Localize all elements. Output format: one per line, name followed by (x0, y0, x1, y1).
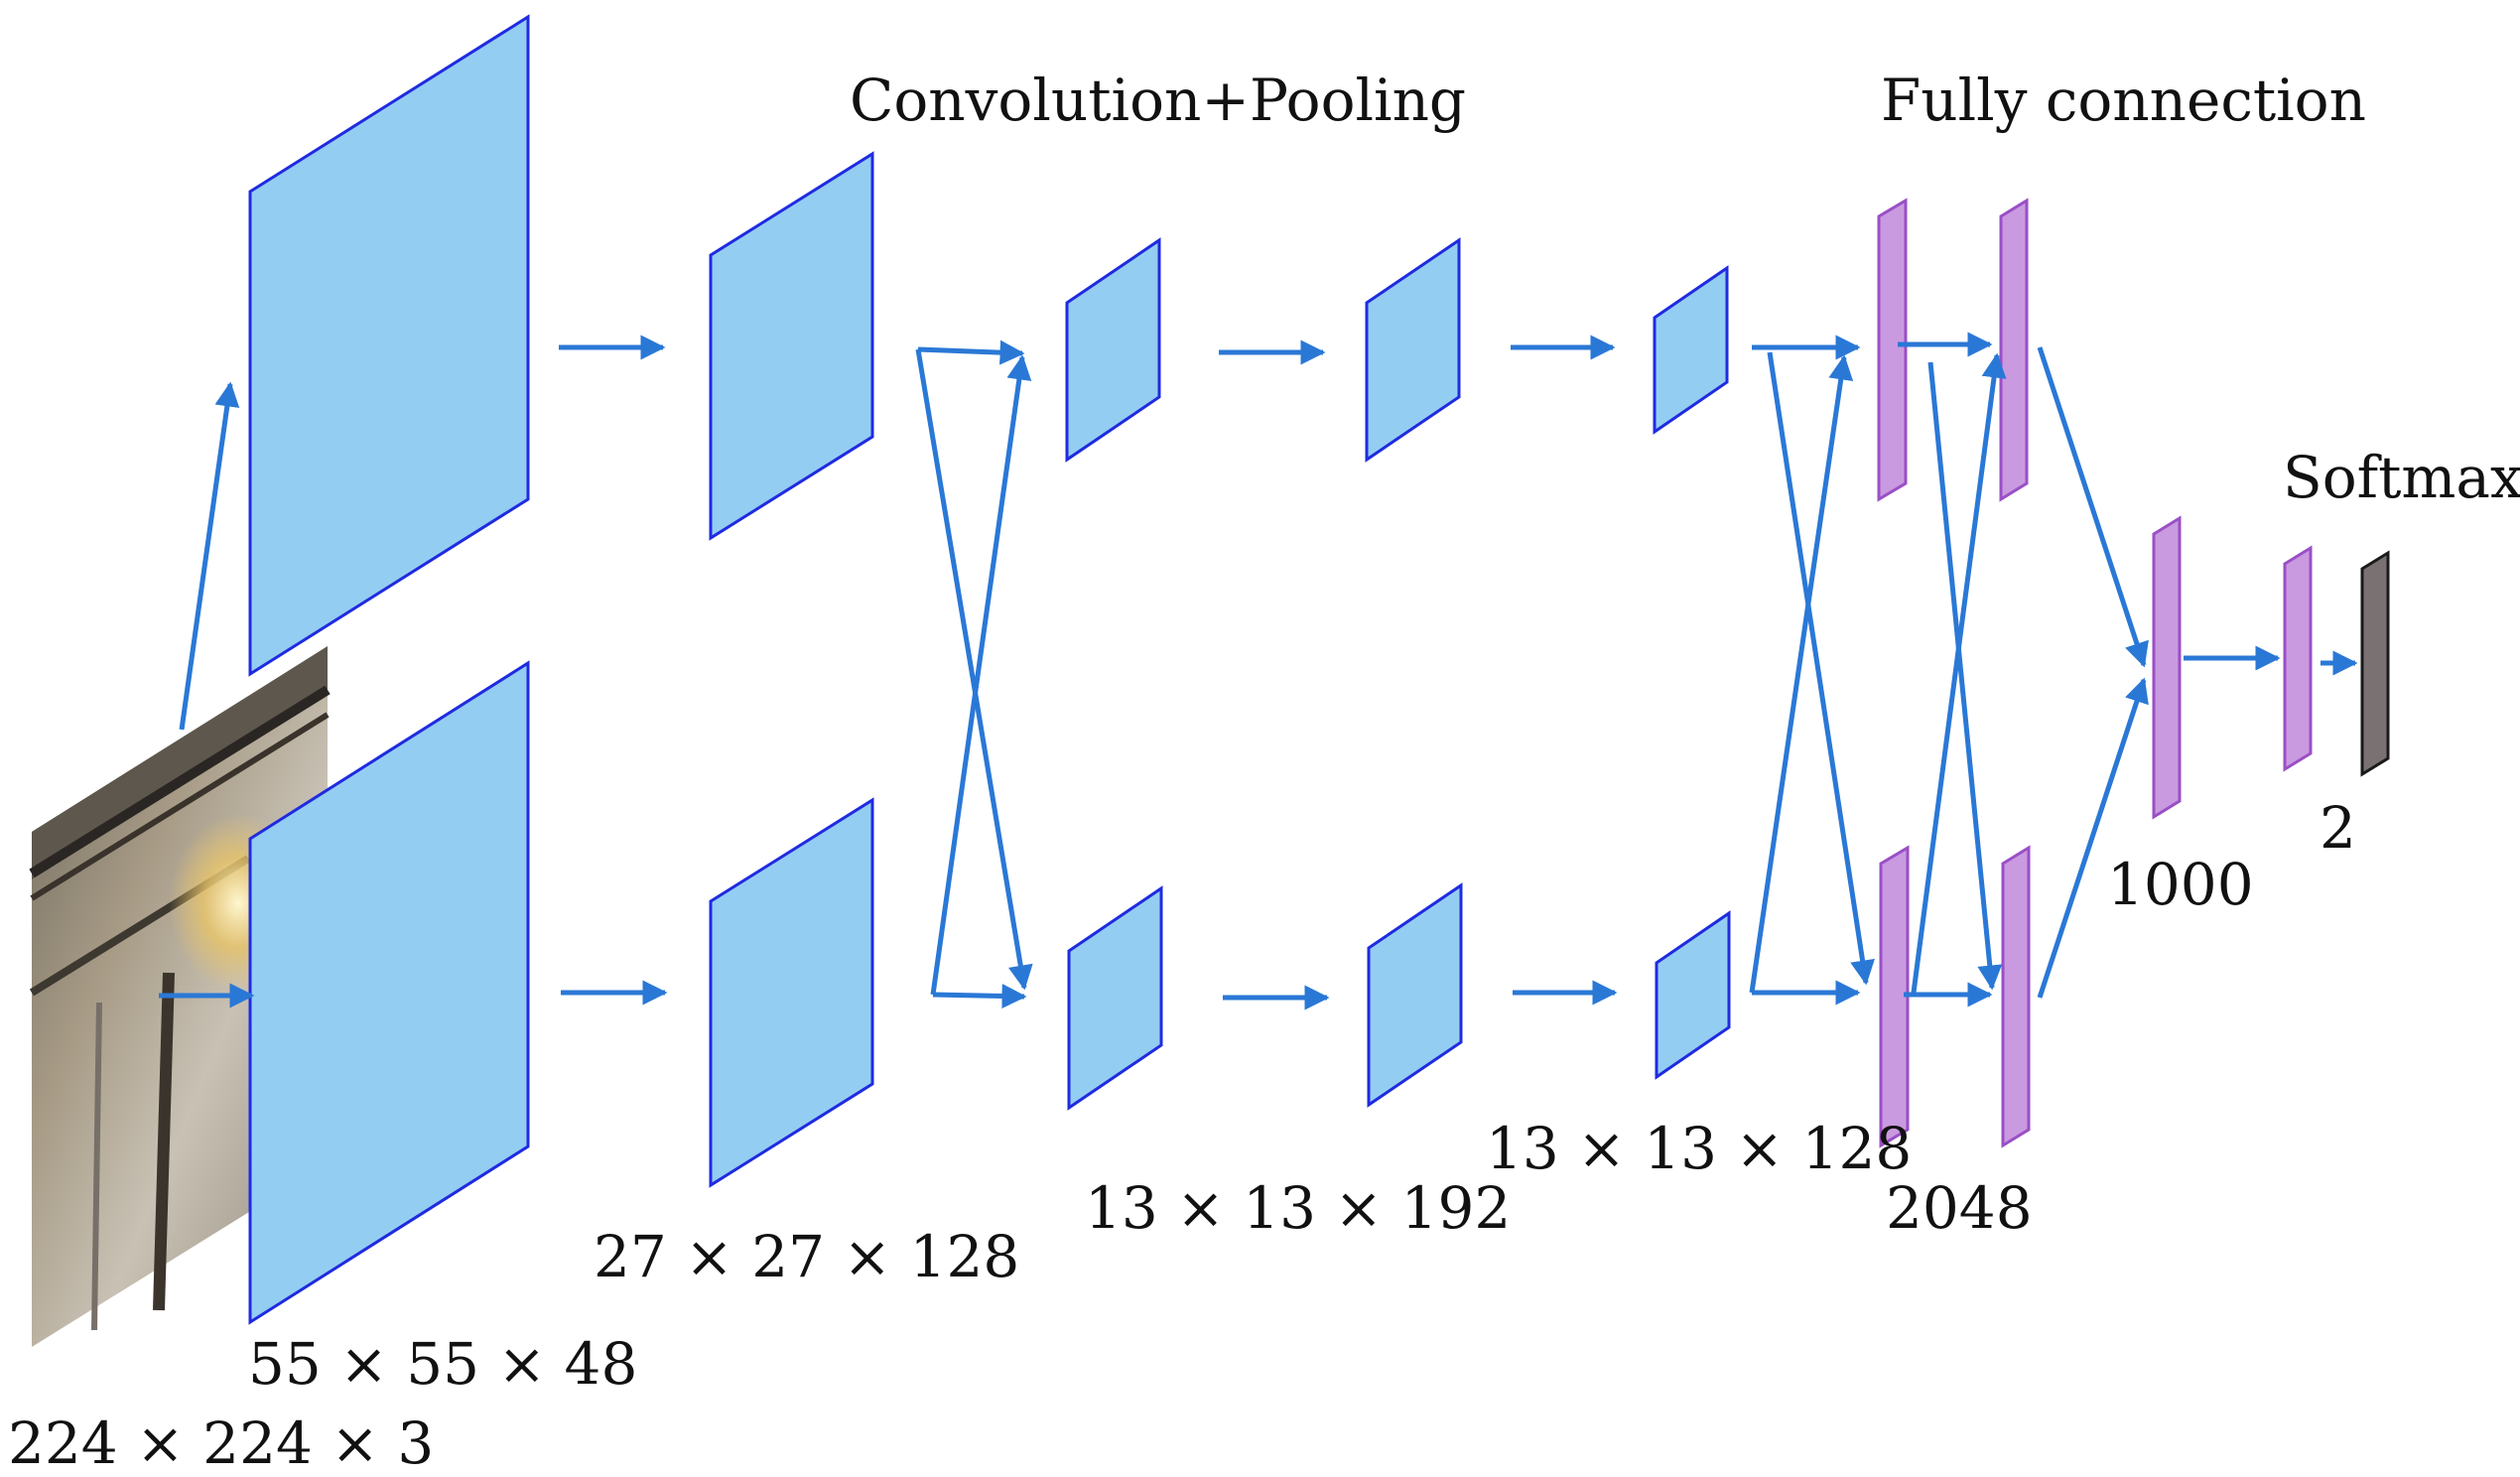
arrow-conv2bottom-to-conv3bottom (932, 984, 1027, 1009)
fc-1000-label: 1000 (2107, 851, 2254, 918)
conv1-dim-label: 55 × 55 × 48 (248, 1330, 638, 1398)
conv5-top-map (1653, 265, 1729, 435)
arrow-input-to-conv1-top (179, 381, 240, 731)
output-2-label: 2 (2320, 794, 2356, 862)
arrow-fc1top-to-fc2bottom (1927, 361, 2003, 991)
arrow-conv5bottom-to-fc1top (1749, 354, 1854, 994)
conv2-bottom-map (709, 797, 874, 1188)
fc3-bar (2152, 515, 2182, 820)
fully-connection-heading: Fully connection (1881, 67, 2366, 134)
fc2-top-bar (1999, 198, 2029, 502)
arrow-conv2top-to-conv3bottom (915, 348, 1033, 991)
conv4-top-map (1365, 237, 1461, 463)
fc4-bar (2283, 545, 2313, 772)
conv-pool-heading: Convolution+Pooling (850, 67, 1467, 134)
fc2-bottom-bar (2001, 845, 2031, 1148)
conv2-top-map (709, 151, 874, 541)
softmax-heading: Softmax (2283, 444, 2520, 511)
conv3-dim-label: 13 × 13 × 192 (1085, 1174, 1512, 1242)
arrow-fc2bottom-to-fc3 (2037, 677, 2149, 999)
conv1-top-map (248, 14, 530, 677)
fc1-top-bar (1877, 198, 1908, 502)
arrow-conv5top-to-fc1bottom (1767, 351, 1875, 986)
arrow-fc2top-to-fc3 (2037, 346, 2149, 668)
conv5-bottom-map (1655, 910, 1731, 1080)
conv2-dim-label: 27 × 27 × 128 (594, 1223, 1020, 1290)
conv5-dim-label: 13 × 13 × 128 (1486, 1115, 1913, 1182)
conv3-top-map (1065, 237, 1161, 463)
fc-2048-label: 2048 (1886, 1174, 2033, 1242)
conv1-bottom-map (248, 660, 530, 1325)
fc1-bottom-bar (1879, 845, 1910, 1148)
conv3-bottom-map (1067, 885, 1163, 1111)
arrow-fc1bottom-to-fc2top (1911, 352, 2007, 994)
conv4-bottom-map (1367, 882, 1463, 1108)
input-dim-label: 224 × 224 × 3 (8, 1410, 435, 1477)
softmax-output-bar (2360, 550, 2390, 777)
arrow-conv2top-to-conv3top (917, 339, 1025, 365)
arrow-conv2bottom-to-conv3top (930, 354, 1032, 996)
connection-arrows (159, 332, 2358, 1010)
